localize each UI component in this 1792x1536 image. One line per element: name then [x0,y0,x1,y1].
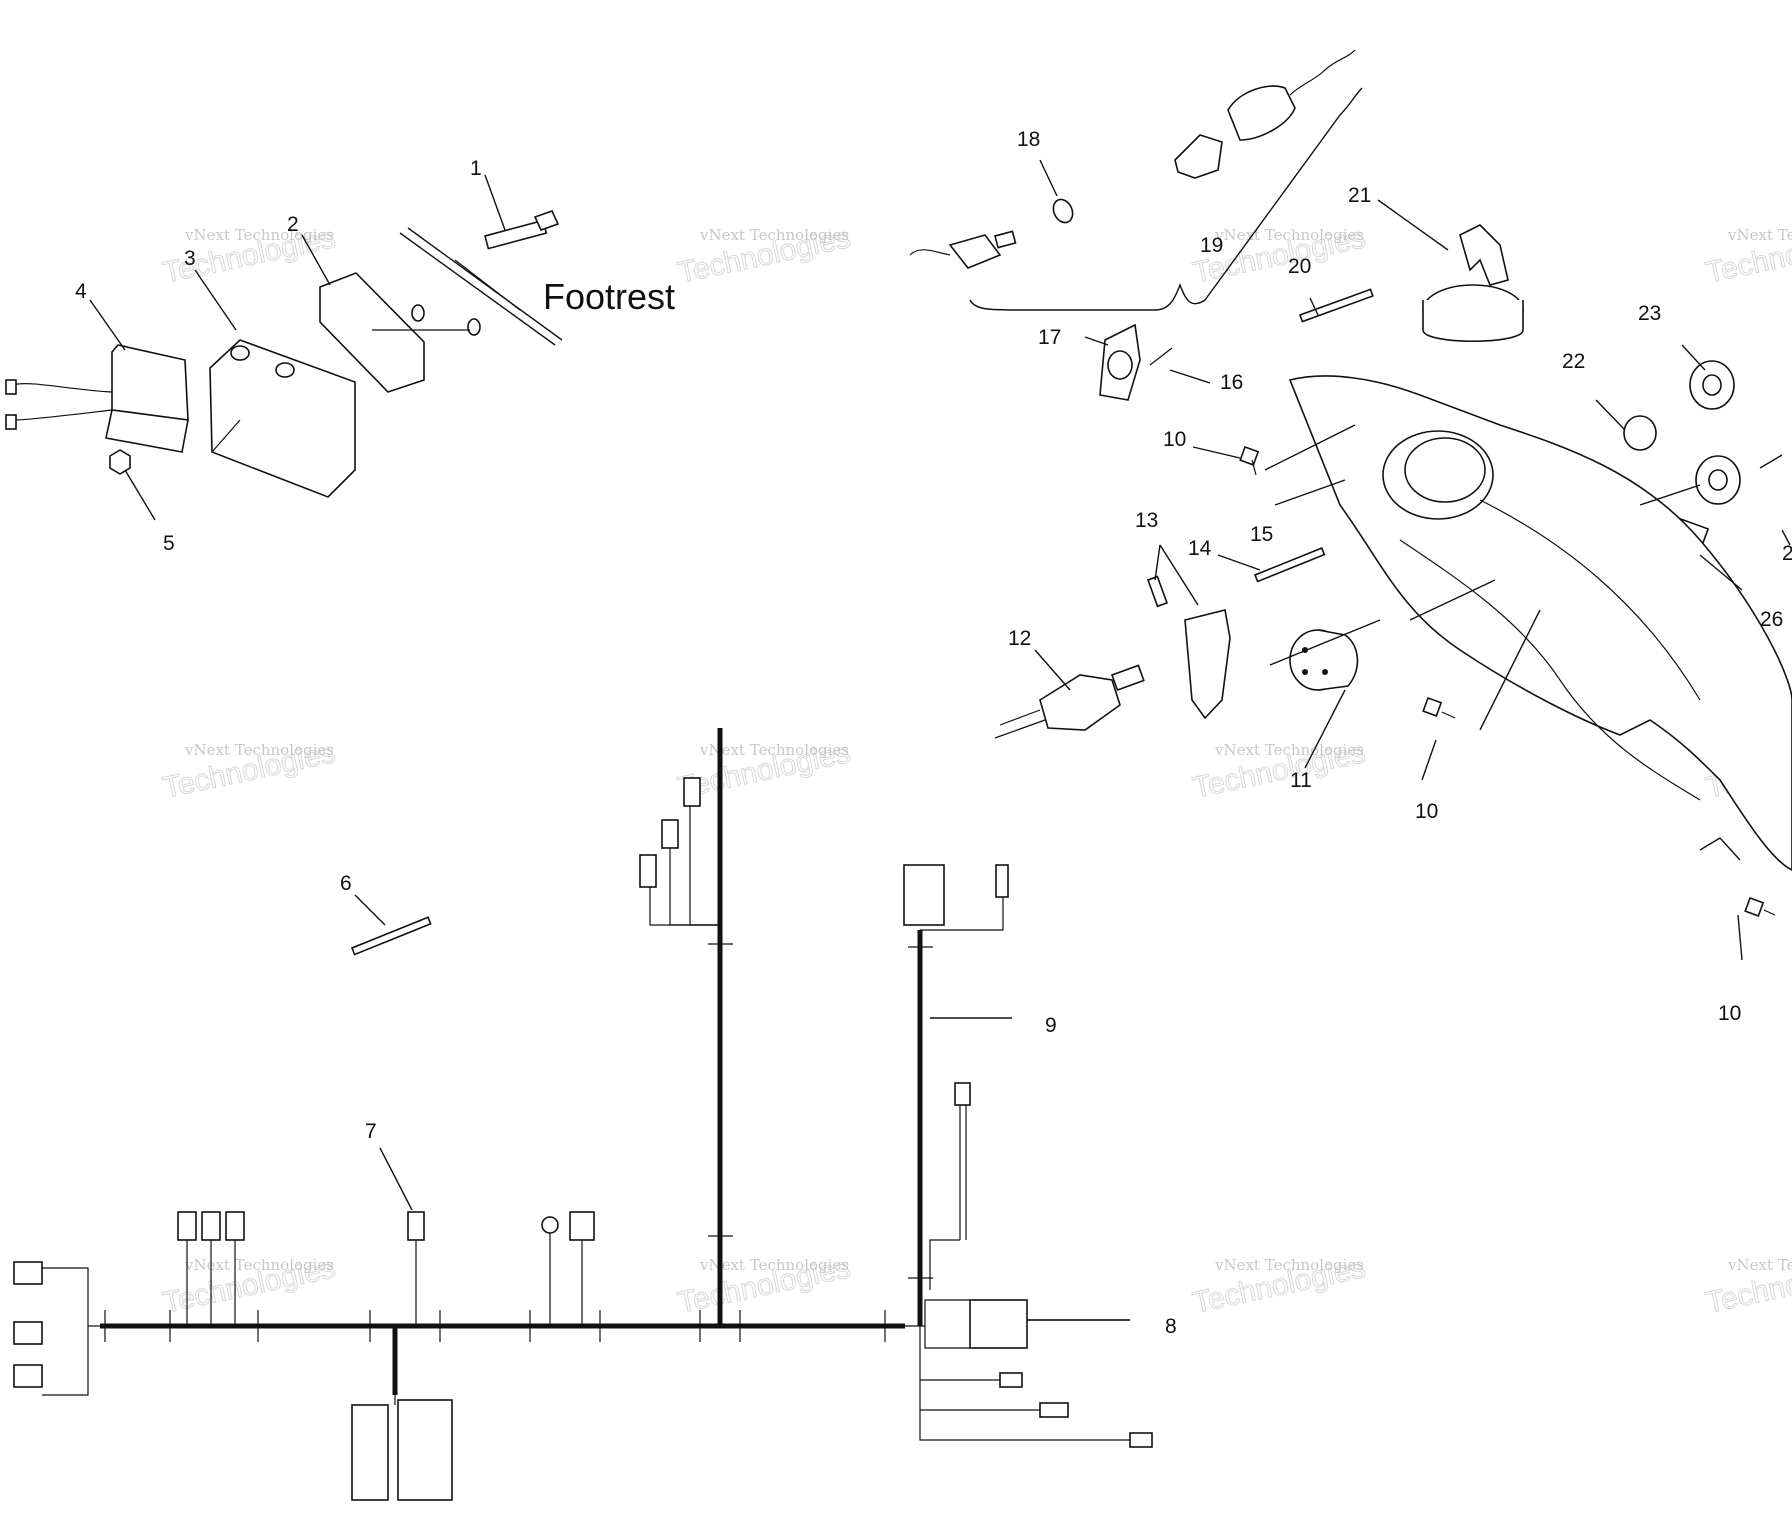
voltage-regulator-assembly [5,174,563,521]
callout-17: 17 [1038,326,1061,349]
connector-group [929,1082,971,1290]
connector-group [177,1211,595,1326]
callout-14: 14 [1188,537,1212,560]
footrest-label: Footrest [543,276,675,317]
callout-5: 5 [163,532,175,555]
washer-part [467,318,481,336]
screw-part [1422,696,1456,719]
watermark-text: vNext Technologies [699,1256,849,1274]
knob-part [1184,609,1231,720]
callout-19: 19 [1200,234,1223,257]
watermark-text: vNext Technologies [1214,741,1364,759]
callout-26: 26 [1760,608,1783,631]
nut-part [1623,415,1657,451]
fastener-part [1149,347,1173,366]
callout-21: 21 [1348,184,1371,207]
console-assembly [909,49,1792,961]
callout-22: 22 [1562,350,1585,373]
washer-part [1052,198,1074,224]
screw-part [1239,445,1260,476]
callout-20: 20 [1288,255,1311,278]
sensor-part [994,664,1145,739]
watermark-text: vNext Technologies [1727,226,1792,244]
wire-connector [661,819,679,849]
cable-tie-part [1298,288,1374,323]
stud-part [275,362,295,378]
callout-11: 11 [1290,769,1312,792]
main-connector [905,1299,1153,1448]
callout-15: 15 [1250,523,1273,546]
wire-connector [683,777,701,807]
callout-6: 6 [340,872,352,895]
wire-lead [1289,49,1356,96]
callout-2: 2 [287,213,299,236]
footrest-line [399,232,556,346]
bolt-part [454,210,560,311]
socket-part [1227,85,1296,141]
cable-tie-part [1253,546,1326,583]
nut-part [109,449,131,475]
callout-16: 16 [1220,371,1243,394]
watermark-text: vNext Technologies [699,741,849,759]
footrest-line [407,227,563,341]
wire-terminal [5,379,17,395]
callout-10a: 10 [1163,428,1186,451]
ignition-switch-part [1289,629,1359,691]
callout-8: 8 [1165,1315,1177,1338]
pin-part [1146,575,1168,608]
callout-4: 4 [75,280,87,303]
pressure-switch-part [909,230,1017,269]
wire-lead [14,409,113,421]
screw-part [1744,896,1776,917]
watermark-text: vNext Technologies [1214,226,1364,244]
watermark-text: vNext Technologies [699,226,849,244]
washer-part [411,304,425,322]
connector-group [903,864,1009,931]
cable-tie-part [350,916,432,956]
watermark-text: vNext Technologies [184,1256,334,1274]
watermark-text: vNext Technologies [1727,1256,1792,1274]
watermark-text: vNext Technologies [184,741,334,759]
callout-2x: 2 [1782,542,1792,565]
stud-part [230,345,250,361]
wire-connector [639,854,657,888]
callout-23: 23 [1638,302,1661,325]
speedometer-housing-part [1422,224,1524,343]
connector-block [13,1261,100,1396]
wiring-harness [13,728,1153,1501]
connector-group [351,1395,453,1501]
callout-10b: 10 [1415,800,1438,823]
callout-1: 1 [470,157,482,180]
spacer-plate-part [319,272,425,393]
callout-3: 3 [184,247,196,270]
wire-lead [11,383,113,393]
group-bracket [969,87,1363,311]
callout-18: 18 [1017,128,1040,151]
watermark-text: vNext Technologies [1214,1256,1364,1274]
callout-12: 12 [1008,627,1031,650]
callout-9: 9 [1045,1014,1057,1037]
callout-13: 13 [1135,509,1158,532]
nut-part [1174,134,1223,179]
module-part [111,344,189,421]
watermark-text: vNext Technologies [184,226,334,244]
wire-terminal [5,414,17,430]
callout-7: 7 [365,1120,377,1143]
callout-10c: 10 [1718,1002,1741,1025]
bracket-hole [1107,350,1133,380]
